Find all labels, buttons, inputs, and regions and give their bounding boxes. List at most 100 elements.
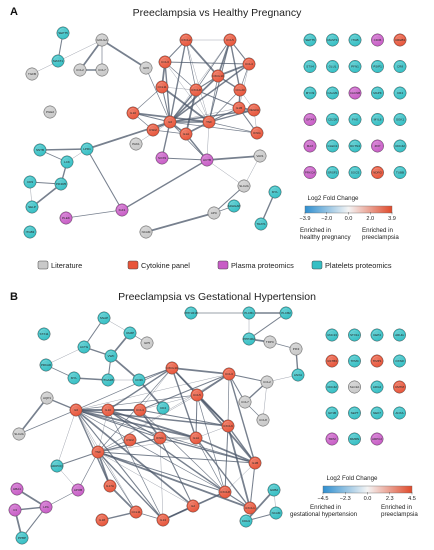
node-label: CREB3 <box>395 38 405 42</box>
network-edge <box>249 462 256 509</box>
network-node: MAST1 <box>51 54 65 68</box>
grid-node: SEPT5 <box>303 33 317 47</box>
network-edge <box>39 148 88 151</box>
network-edge <box>228 373 268 383</box>
node-core <box>245 309 253 317</box>
node-label: ACTB <box>203 158 211 162</box>
network-edge <box>132 86 163 114</box>
grid-node: MMRN <box>348 432 361 446</box>
network-edge <box>97 394 198 453</box>
network-node: PPP1R18 <box>184 306 198 320</box>
scale-tick-label: 3.9 <box>388 216 396 222</box>
node-label: CMTM <box>395 385 404 389</box>
network-edge <box>97 451 226 493</box>
network-edge <box>206 159 245 187</box>
grid-node: CMTM <box>393 380 406 394</box>
node-core <box>373 142 382 150</box>
node-core <box>373 383 381 391</box>
node-core <box>189 502 197 510</box>
scale-tick-label: −3.9 <box>299 216 310 222</box>
node-core <box>70 374 78 382</box>
node-core <box>42 503 50 511</box>
grid-node: CALM1 <box>326 86 339 100</box>
network-edge <box>75 394 198 411</box>
node-core <box>28 203 36 211</box>
panel-b-edges <box>14 312 299 539</box>
panel-a-scale-bar <box>304 205 393 214</box>
grid-node: CR4 <box>393 86 407 100</box>
node-core <box>83 145 91 153</box>
node-label: CXCL8 <box>191 88 201 92</box>
network-edge <box>75 409 164 521</box>
grid-node: GP1B <box>325 406 339 420</box>
node-label: CD9 <box>27 180 33 184</box>
network-node: IL10 <box>101 403 115 417</box>
network-edge <box>171 367 230 375</box>
network-edge <box>101 39 147 69</box>
node-label: CXCL10 <box>166 366 178 370</box>
network-node: CCL4 <box>133 403 147 417</box>
network-node: PPBP <box>15 531 29 545</box>
node-label: CSF2 <box>126 438 134 442</box>
network-node: CD9 <box>23 175 37 189</box>
network-node: CD36 <box>132 373 146 387</box>
legend-label-cytokine: Cytokine panel <box>141 261 190 270</box>
network-node: NCAM <box>269 506 283 520</box>
node-core <box>328 357 336 365</box>
network-node: IGF1 <box>115 203 129 217</box>
node-label: CCL11 <box>157 85 166 89</box>
network-node: CXCL1 <box>243 501 257 515</box>
network-node: PPP4R2 <box>242 332 256 346</box>
panel-b-scale-title: Log2 Fold Change <box>327 475 378 482</box>
node-label: TRPC <box>266 340 275 344</box>
network-node: CCL11 <box>155 80 169 94</box>
node-core <box>62 214 70 222</box>
network-edge <box>56 451 99 467</box>
node-core <box>240 182 248 190</box>
network-node: IL6 <box>69 403 83 417</box>
network-edge <box>169 121 258 134</box>
network-edge <box>18 397 48 435</box>
grid-node: ITGB <box>348 33 362 47</box>
node-core <box>253 129 261 137</box>
network-node: IL1B <box>232 101 246 115</box>
node-label: CCL7 <box>241 400 249 404</box>
grid-node: TIMP1 <box>370 354 384 368</box>
network-node: ANXA <box>291 368 305 382</box>
network-node: IL2 <box>186 499 200 513</box>
node-core <box>100 314 108 322</box>
node-core <box>351 62 359 71</box>
grid-node: NDRG <box>371 166 384 179</box>
network-node: TRAT1 <box>254 217 268 231</box>
network-edge <box>75 373 230 411</box>
network-edge <box>97 451 251 509</box>
network-node: GP5 <box>140 336 154 350</box>
node-core <box>396 89 404 97</box>
network-node: IL1A <box>189 431 203 445</box>
node-core <box>328 435 336 443</box>
node-core <box>42 361 50 369</box>
node-label: PLCB1 <box>244 311 254 315</box>
node-label: CEP4 <box>373 333 381 337</box>
node-core <box>351 115 359 124</box>
network-edge <box>195 394 198 439</box>
node-label: TIMP1 <box>373 359 382 363</box>
node-label: LCK <box>64 160 70 164</box>
node-label: VAMP <box>126 331 134 335</box>
node-core <box>192 434 200 442</box>
node-core <box>395 409 404 417</box>
node-core <box>373 331 381 339</box>
grid-node: FAS <box>348 113 362 126</box>
node-label: SNTB <box>36 148 44 152</box>
node-label: CSF2 <box>149 128 157 132</box>
network-edge <box>139 373 230 411</box>
network-edge <box>77 451 99 491</box>
node-label: CDC42 <box>327 385 337 389</box>
network-edge <box>159 437 256 464</box>
network-edge <box>75 367 173 411</box>
network-edge <box>185 89 197 135</box>
network-node: CXCL10 <box>165 361 179 375</box>
network-edge <box>164 61 210 123</box>
